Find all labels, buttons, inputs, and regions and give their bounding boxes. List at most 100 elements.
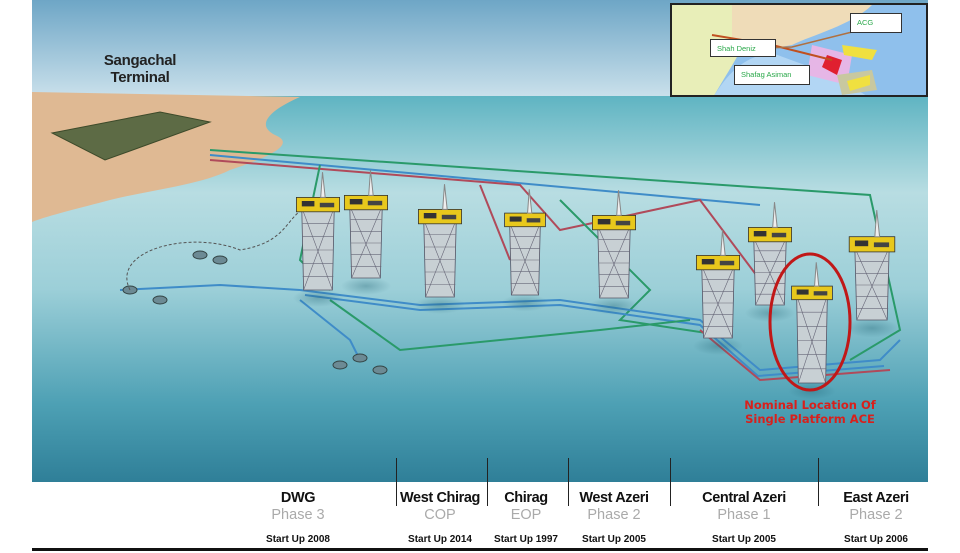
jacket-brace [702,267,733,339]
terminal-line2: Terminal [110,69,170,86]
deck-module [701,259,715,265]
jacket-brace [797,297,826,384]
field-name: Chirag [504,490,548,506]
pipeline [479,184,511,261]
divider [670,458,671,506]
ace-highlight-ellipse [768,252,852,392]
deck-module [441,214,457,220]
drilling-derrick [720,230,726,256]
platform-shadow [414,296,466,314]
location-map-inset: ACG Shah Deniz Shafag Asiman [670,3,928,97]
deck-module [854,240,869,247]
platform-icon [588,190,640,315]
platform-shadow [588,297,640,315]
subsea-template-icon [152,295,168,305]
pipeline [299,299,361,361]
field-start: Start Up 2005 [712,534,776,545]
jacket-brace [302,209,333,291]
field-phase: Phase 2 [587,507,641,523]
field-name: East Azeri [843,490,909,506]
divider [818,458,819,506]
deck-module [509,216,522,222]
pipeline [304,294,885,378]
terminal-facility [50,111,212,161]
drilling-derrick [616,190,622,216]
field-phase: COP [424,507,456,523]
divider [487,458,488,506]
platform-icon [292,172,344,307]
platform-shadow [692,337,744,355]
platform-icon [845,210,899,338]
deck-module [526,218,541,223]
field-phase: Phase 3 [271,507,325,523]
drilling-derrick [442,184,448,210]
field-phase: Phase 2 [849,507,903,523]
subsea-template-icon [332,360,348,370]
ace-annotation-line1: Nominal Location Of [744,398,876,412]
pipeline [209,159,761,281]
platform-icon [414,184,466,314]
deck-module [423,213,437,219]
drilling-derrick [772,202,778,228]
jacket-brace [511,224,540,296]
platform-shadow [340,277,392,295]
subsea-template-icon [192,250,208,260]
map-label-shafag-asiman: Shafag Asiman [734,65,810,85]
ace-annotation: Nominal Location Of Single Platform ACE [744,398,875,426]
drilling-derrick [874,210,881,238]
field-legend-bar [32,482,928,551]
drilling-derrick [814,262,820,287]
platform-icon [501,189,549,312]
jacket-brace [303,209,334,291]
field-phase: Phase 1 [717,507,771,523]
jacket-brace [855,249,888,321]
jacket-brace [599,227,630,299]
map-label-shah-deniz: Shah Deniz [710,39,776,57]
field-start: Start Up 2008 [266,534,330,545]
sangachal-terminal-label: Sangachal Terminal [103,52,177,86]
deck-module [319,202,335,208]
deck-module [301,201,315,207]
jacket-brace [703,267,734,339]
jacket-brace [754,239,785,306]
jacket-brace [424,221,455,298]
platforms [292,170,899,400]
drilling-derrick [320,172,326,198]
jacket-brace [755,239,786,306]
pipeline [119,283,301,291]
ace-annotation-line2: Single Platform ACE [745,412,875,426]
deck-module [367,200,383,206]
platform-icon [692,230,744,355]
platform-icon [340,170,392,295]
field-name: West Azeri [579,490,649,506]
jacket-brace [798,297,827,384]
field-start: Start Up 2014 [408,534,472,545]
deck-module [771,232,787,238]
jacket-brace [350,207,381,279]
subsea-wells [122,199,388,375]
field-phase: EOP [510,507,542,523]
map-label-acg: ACG [850,13,902,33]
platform-shadow [501,294,549,312]
umbilical-line [126,199,331,291]
deck-module [719,260,735,266]
field-start: Start Up 2006 [844,534,908,545]
field-start: Start Up 2005 [582,534,646,545]
field-start: Start Up 1997 [494,534,558,545]
pipeline [329,299,691,352]
platform-shadow [845,318,899,338]
platform-shadow [292,289,344,307]
jacket-brace [856,249,889,321]
deck-module [813,291,828,296]
divider [568,458,569,506]
jacket-brace [510,224,539,296]
deck-module [796,289,809,295]
jacket-brace [598,227,629,299]
terminal-line1: Sangachal [103,52,177,69]
subsea-template-icon [352,353,368,363]
jacket-brace [351,207,382,279]
drilling-derrick [527,189,533,214]
subsea-template-icon [372,365,388,375]
field-name: DWG [280,490,316,506]
deck-module [753,231,767,237]
